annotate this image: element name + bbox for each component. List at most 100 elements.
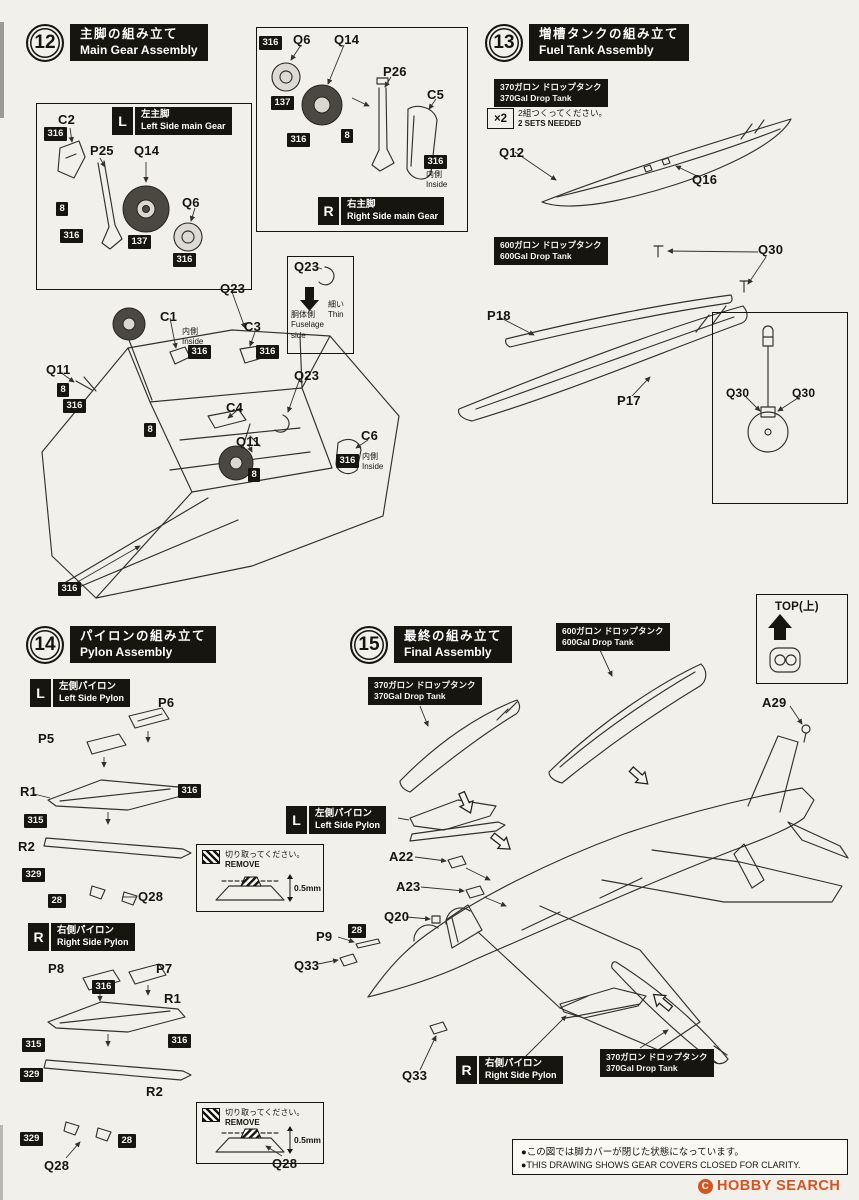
color-badge-316: 316 [63, 399, 86, 413]
color-badge-8: 8 [341, 129, 354, 143]
color-badge-28: 28 [118, 1134, 136, 1148]
footer-note: ●この図では脚カバーが閉じた状態になっています。 ●THIS DRAWING S… [512, 1139, 848, 1175]
thin-note: 細い Thin [328, 300, 344, 321]
color-badge-137: 137 [128, 235, 151, 249]
label-en: 370Gal Drop Tank [500, 92, 572, 103]
label-jp: 600ガロン ドロップタンク [562, 625, 664, 636]
top-view-box [756, 594, 848, 684]
part-label-q30: Q30 [726, 386, 750, 400]
color-badge-316: 316 [173, 253, 196, 267]
part-label-q12: Q12 [499, 145, 525, 160]
tank-600-label: 600ガロン ドロップタンク 600Gal Drop Tank [494, 237, 608, 265]
color-badge-316: 316 [178, 784, 201, 798]
right-gear-tag: R 右主脚 Right Side main Gear [318, 197, 445, 226]
tag-text: 右主脚 Right Side main Gear [341, 197, 445, 226]
part-label-c4: C4 [226, 400, 244, 415]
step13-number: 13 [485, 24, 523, 62]
part-label-p8: P8 [48, 961, 65, 976]
step12-header: 12 主脚の組み立て Main Gear Assembly [26, 24, 208, 62]
inside-note: 内側 Inside [362, 452, 383, 473]
tag-jp: 右側パイロン [485, 1058, 543, 1069]
tag-letter: R [318, 197, 339, 226]
hatch-icon [202, 850, 220, 864]
part-label-q30: Q30 [792, 386, 816, 400]
left-pylon-tag: L 左側パイロン Left Side Pylon [286, 806, 387, 835]
tank-370-drawing [514, 118, 792, 207]
tank-370-label: 370ガロン ドロップタンク 370Gal Drop Tank [494, 79, 608, 107]
step13-header: 13 増槽タンクの組み立て Fuel Tank Assembly [485, 24, 690, 62]
part-label-c6: C6 [361, 428, 379, 443]
tank-600-label: 600ガロン ドロップタンク 600Gal Drop Tank [556, 623, 670, 651]
tag-letter: L [112, 107, 133, 136]
color-badge-316: 316 [336, 454, 359, 468]
footer-note-jp: ●この図では脚カバーが閉じた状態になっています。 [521, 1147, 744, 1158]
color-badge-315: 315 [22, 1038, 45, 1052]
tag-en: Right Side main Gear [347, 211, 439, 222]
part-label-p7: P7 [156, 961, 173, 976]
label-en: 370Gal Drop Tank [606, 1062, 678, 1073]
part-label-c5: C5 [427, 87, 445, 102]
inside-note: 内側 Inside [426, 170, 447, 191]
step14-title-jp: パイロンの組み立て [80, 629, 207, 643]
part-label-r2: R2 [18, 839, 36, 854]
color-badge-316: 316 [92, 980, 115, 994]
inside-note: 内側 Inside [182, 327, 203, 348]
part-label-c1: C1 [160, 309, 178, 324]
remove-note-box-2: 切り取ってください。 REMOVE [196, 1102, 324, 1164]
fuselage-jp: 胴体側 [291, 310, 315, 319]
label-jp: 370ガロン ドロップタンク [606, 1051, 708, 1062]
inside-jp: 内側 [182, 327, 198, 336]
tag-en: Left Side Pylon [59, 693, 125, 704]
inside-jp: 内側 [426, 170, 442, 179]
color-badge-329: 329 [20, 1132, 43, 1146]
step12-title-jp: 主脚の組み立て [80, 27, 179, 41]
color-badge-8: 8 [248, 468, 261, 482]
scan-edge-bottom [0, 1125, 3, 1200]
step12-title-en: Main Gear Assembly [80, 42, 198, 57]
remove-size-1: 0.5mm [294, 883, 321, 893]
tag-letter: L [286, 806, 307, 835]
inside-en: Inside [362, 462, 384, 472]
color-badge-8: 8 [57, 383, 70, 397]
part-label-q30: Q30 [758, 242, 784, 257]
color-badge-316: 316 [424, 155, 447, 169]
label-en: 600Gal Drop Tank [562, 636, 634, 647]
remove-box-1-drawing [215, 874, 293, 902]
left-pylon-tag: L 左側パイロン Left Side Pylon [30, 679, 131, 708]
remove-size-2: 0.5mm [294, 1135, 321, 1145]
part-label-a22: A22 [389, 849, 414, 864]
color-badge-28: 28 [348, 924, 366, 938]
tag-text: 右側パイロン Right Side Pylon [479, 1056, 563, 1085]
remove-en: REMOVE [225, 860, 260, 870]
tag-jp: 右側パイロン [57, 925, 115, 936]
sets-note-en: 2 SETS NEEDED [518, 119, 582, 128]
color-badge-316: 316 [188, 345, 211, 359]
thin-en: Thin [328, 310, 344, 320]
part-label-q20: Q20 [384, 909, 410, 924]
hobbysearch-watermark: C HOBBY SEARCH [698, 1178, 840, 1194]
q23-callout-drawing [300, 265, 335, 311]
step15-header: 15 最終の組み立て Final Assembly [350, 626, 513, 664]
tag-jp: 左主脚 [141, 109, 170, 120]
color-badge-316: 316 [287, 133, 310, 147]
label-jp: 370ガロン ドロップタンク [500, 81, 602, 92]
color-badge-316: 316 [168, 1034, 191, 1048]
tag-text: 左側パイロン Left Side Pylon [309, 806, 387, 835]
part-label-q28: Q28 [138, 889, 164, 904]
part-label-a29: A29 [762, 695, 787, 710]
part-label-q23: Q23 [294, 259, 320, 274]
right-gear-box [256, 27, 468, 232]
part-label-r1: R1 [20, 784, 38, 799]
step15-title-en: Final Assembly [404, 644, 492, 659]
color-badge-8: 8 [144, 423, 157, 437]
tank-370-label: 370ガロン ドロップタンク 370Gal Drop Tank [600, 1049, 714, 1077]
left-gear-tag: L 左主脚 Left Side main Gear [112, 107, 232, 136]
part-label-a23: A23 [396, 879, 421, 894]
remove-jp: 切り取ってください。 [225, 1108, 305, 1117]
step14-title-en: Pylon Assembly [80, 644, 173, 659]
part-label-q33: Q33 [402, 1068, 428, 1083]
part-label-p17: P17 [617, 393, 641, 408]
tag-letter: L [30, 679, 51, 708]
tag-jp: 左側パイロン [315, 808, 373, 819]
hatch-icon [202, 1108, 220, 1122]
